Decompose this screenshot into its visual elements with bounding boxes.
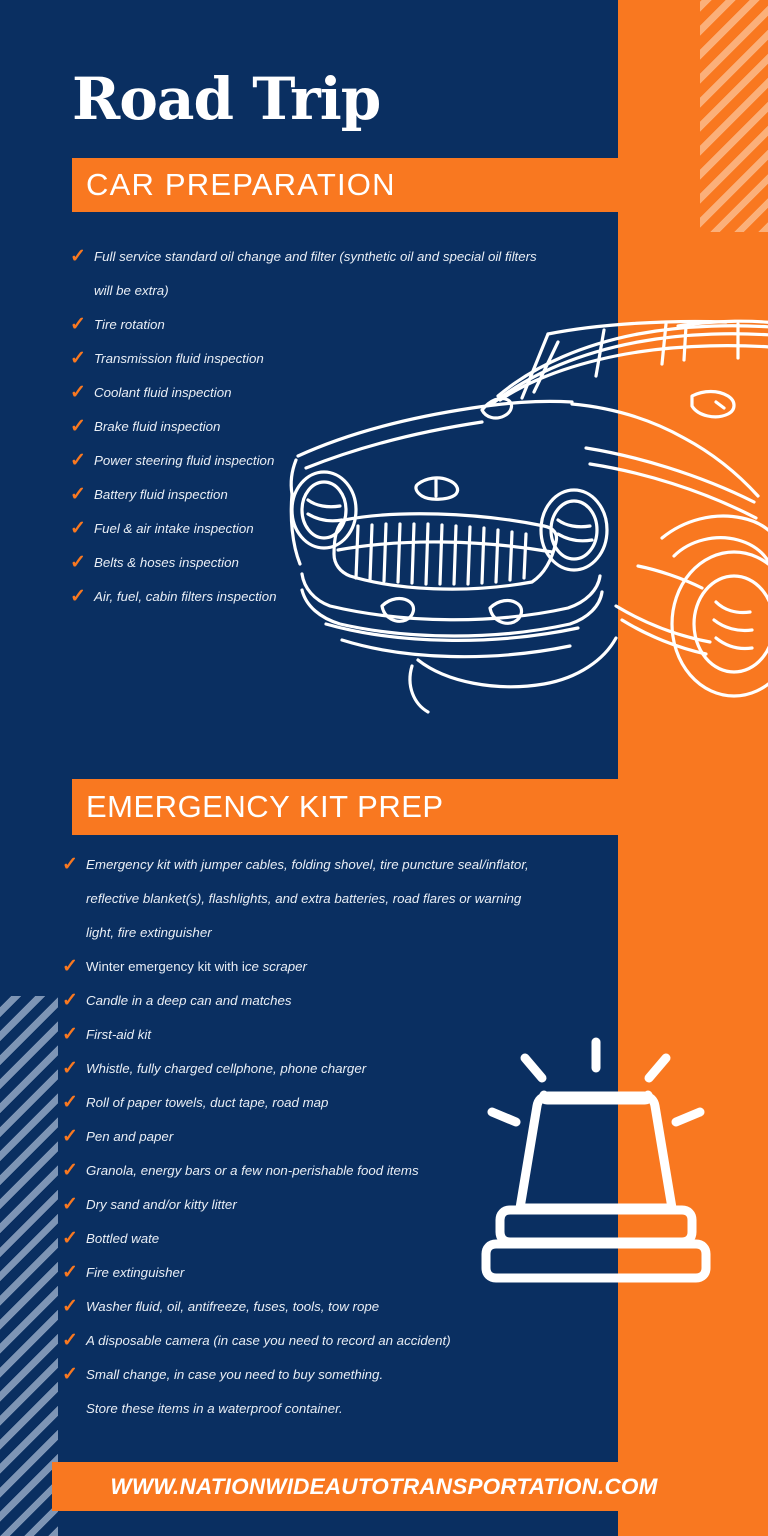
list-item: ✓ Small change, in case you need to buy … bbox=[62, 1358, 614, 1392]
list-item-label: Whistle, fully charged cellphone, phone … bbox=[86, 1061, 367, 1076]
list-item-label: Fuel & air intake inspection bbox=[94, 521, 254, 536]
list-item-label: Coolant fluid inspection bbox=[94, 385, 232, 400]
check-icon: ✓ bbox=[70, 416, 86, 437]
list-item-label: Granola, energy bars or a few non-perish… bbox=[86, 1163, 419, 1178]
list-item: ✓ Belts & hoses inspection bbox=[70, 546, 610, 580]
footer-url-bar[interactable]: WWW.NATIONWIDEAUTOTRANSPORTATION.COM bbox=[52, 1462, 716, 1511]
check-icon: ✓ bbox=[62, 1296, 78, 1317]
stripe-pattern-top-right bbox=[700, 0, 768, 232]
check-icon: ✓ bbox=[70, 348, 86, 369]
list-item: ✓ Granola, energy bars or a few non-peri… bbox=[62, 1154, 614, 1188]
list-item-label: Air, fuel, cabin filters inspection bbox=[94, 589, 277, 604]
list-item: ✓ Fire extinguisher bbox=[62, 1256, 614, 1290]
section-header-car-preparation-label: CAR PREPARATION bbox=[86, 167, 396, 202]
list-item: ✓ Winter emergency kit with ice scraper bbox=[62, 950, 614, 984]
list-item-label-italic: ce scraper bbox=[244, 959, 307, 974]
list-item: ✓ Battery fluid inspection bbox=[70, 478, 610, 512]
list-item: ✓ Pen and paper bbox=[62, 1120, 614, 1154]
check-icon: ✓ bbox=[70, 586, 86, 607]
list-item: ✓ Emergency kit with jumper cables, fold… bbox=[62, 848, 614, 882]
footer-url-label: WWW.NATIONWIDEAUTOTRANSPORTATION.COM bbox=[110, 1473, 658, 1499]
check-icon: ✓ bbox=[62, 1058, 78, 1079]
list-item: ✓ Full service standard oil change and f… bbox=[70, 240, 610, 274]
page-title: Road Trip bbox=[72, 65, 381, 133]
list-item: ✓ Fuel & air intake inspection bbox=[70, 512, 610, 546]
list-item-label: Brake fluid inspection bbox=[94, 419, 221, 434]
check-icon: ✓ bbox=[62, 854, 78, 875]
emergency-kit-list: ✓ Emergency kit with jumper cables, fold… bbox=[62, 848, 614, 1426]
list-item: ✓ Roll of paper towels, duct tape, road … bbox=[62, 1086, 614, 1120]
list-item-label: Winter emergency kit with ice scraper bbox=[86, 950, 614, 984]
list-item-label: First-aid kit bbox=[86, 1027, 152, 1042]
check-icon: ✓ bbox=[62, 1126, 78, 1147]
check-icon: ✓ bbox=[62, 1228, 78, 1249]
list-item: ✓ A disposable camera (in case you need … bbox=[62, 1324, 614, 1358]
list-item: ✓ Power steering fluid inspection bbox=[70, 444, 610, 478]
list-item: ✓ Bottled wate bbox=[62, 1222, 614, 1256]
list-item-continuation: will be extra) bbox=[70, 274, 610, 308]
list-item: ✓ Whistle, fully charged cellphone, phon… bbox=[62, 1052, 614, 1086]
list-item-label: Fire extinguisher bbox=[86, 1265, 185, 1280]
check-icon: ✓ bbox=[62, 1262, 78, 1283]
check-icon: ✓ bbox=[62, 1194, 78, 1215]
stripe-pattern-bottom-left bbox=[0, 996, 58, 1536]
check-icon: ✓ bbox=[70, 484, 86, 505]
list-item-label: Full service standard oil change and fil… bbox=[94, 249, 537, 264]
list-item-label: Tire rotation bbox=[94, 317, 165, 332]
list-item-continuation: Store these items in a waterproof contai… bbox=[62, 1392, 614, 1426]
car-preparation-list: ✓ Full service standard oil change and f… bbox=[70, 240, 610, 614]
check-icon: ✓ bbox=[70, 552, 86, 573]
list-item: ✓ Tire rotation bbox=[70, 308, 610, 342]
navy-panel-bottom bbox=[0, 784, 618, 1536]
section-header-car-preparation: CAR PREPARATION bbox=[72, 158, 618, 212]
list-item-label: reflective blanket(s), flashlights, and … bbox=[86, 891, 522, 906]
list-item: ✓ Brake fluid inspection bbox=[70, 410, 610, 444]
list-item-label: Small change, in case you need to buy so… bbox=[86, 1367, 384, 1382]
check-icon: ✓ bbox=[62, 956, 78, 977]
list-item-label: Transmission fluid inspection bbox=[94, 351, 264, 366]
list-item-label: Bottled wate bbox=[86, 1231, 160, 1246]
list-item-label: Power steering fluid inspection bbox=[94, 453, 275, 468]
section-header-emergency-kit: EMERGENCY KIT PREP bbox=[72, 779, 618, 835]
list-item: ✓ Washer fluid, oil, antifreeze, fuses, … bbox=[62, 1290, 614, 1324]
check-icon: ✓ bbox=[62, 990, 78, 1011]
list-item: ✓ Transmission fluid inspection bbox=[70, 342, 610, 376]
list-item-label-plain: Winter emergency kit with i bbox=[86, 959, 245, 974]
list-item: ✓ Coolant fluid inspection bbox=[70, 376, 610, 410]
list-item-label: Belts & hoses inspection bbox=[94, 555, 239, 570]
check-icon: ✓ bbox=[62, 1160, 78, 1181]
list-item-label: Emergency kit with jumper cables, foldin… bbox=[86, 857, 529, 872]
list-item-label: Pen and paper bbox=[86, 1129, 174, 1144]
list-item-label: Battery fluid inspection bbox=[94, 487, 228, 502]
check-icon: ✓ bbox=[70, 450, 86, 471]
list-item-label: Washer fluid, oil, antifreeze, fuses, to… bbox=[86, 1299, 380, 1314]
list-item: ✓ First-aid kit bbox=[62, 1018, 614, 1052]
list-item-continuation: reflective blanket(s), flashlights, and … bbox=[62, 882, 614, 916]
check-icon: ✓ bbox=[70, 382, 86, 403]
check-icon: ✓ bbox=[70, 314, 86, 335]
check-icon: ✓ bbox=[62, 1092, 78, 1113]
check-icon: ✓ bbox=[62, 1024, 78, 1045]
list-item-label: Candle in a deep can and matches bbox=[86, 993, 292, 1008]
list-item-label: Store these items in a waterproof contai… bbox=[86, 1401, 343, 1416]
list-item-label: Dry sand and/or kitty litter bbox=[86, 1197, 237, 1212]
section-header-emergency-kit-label: EMERGENCY KIT PREP bbox=[86, 789, 444, 824]
list-item-label: light, fire extinguisher bbox=[86, 925, 212, 940]
list-item-continuation: light, fire extinguisher bbox=[62, 916, 614, 950]
list-item: ✓ Candle in a deep can and matches bbox=[62, 984, 614, 1018]
check-icon: ✓ bbox=[70, 518, 86, 539]
list-item: ✓ Air, fuel, cabin filters inspection bbox=[70, 580, 610, 614]
check-icon: ✓ bbox=[62, 1330, 78, 1351]
check-icon: ✓ bbox=[62, 1364, 78, 1385]
list-item-label: will be extra) bbox=[94, 283, 169, 298]
list-item-label: A disposable camera (in case you need to… bbox=[86, 1333, 451, 1348]
list-item-label: Roll of paper towels, duct tape, road ma… bbox=[86, 1095, 329, 1110]
list-item: ✓ Dry sand and/or kitty litter bbox=[62, 1188, 614, 1222]
check-icon: ✓ bbox=[70, 246, 86, 267]
